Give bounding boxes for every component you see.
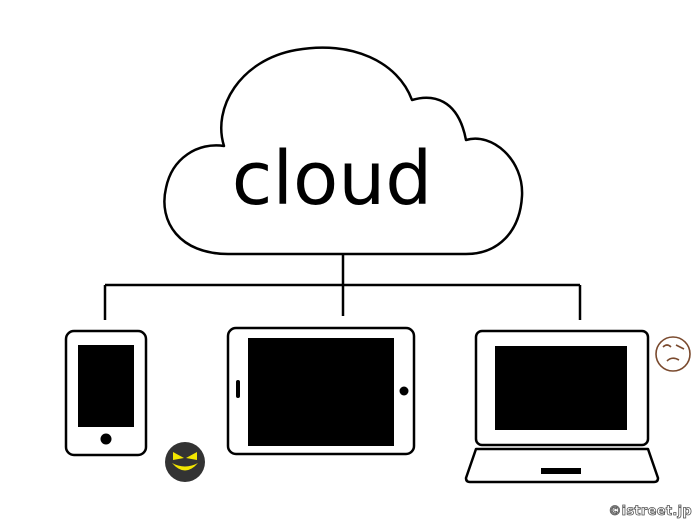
tablet-screen (248, 338, 394, 446)
cloud-outline (163, 46, 524, 256)
network-connectors (103, 254, 582, 320)
smartphone-icon (64, 329, 148, 457)
laptop-icon (464, 329, 660, 484)
tablet-icon (226, 326, 416, 456)
laptop-trackpad (541, 468, 581, 474)
cloud-label: cloud (232, 136, 432, 222)
laptop-screen (495, 346, 627, 430)
evil-grin-face-icon (165, 442, 205, 482)
watermark: ©istreet.jp (608, 504, 692, 520)
skeptical-face-icon (655, 336, 691, 372)
tablet-side-slot (236, 380, 240, 398)
smartphone-screen (78, 345, 134, 427)
tablet-home-button (399, 386, 409, 396)
cloud-shape: cloud (163, 46, 524, 256)
laptop-base (464, 447, 660, 484)
smartphone-home-button (100, 433, 112, 445)
